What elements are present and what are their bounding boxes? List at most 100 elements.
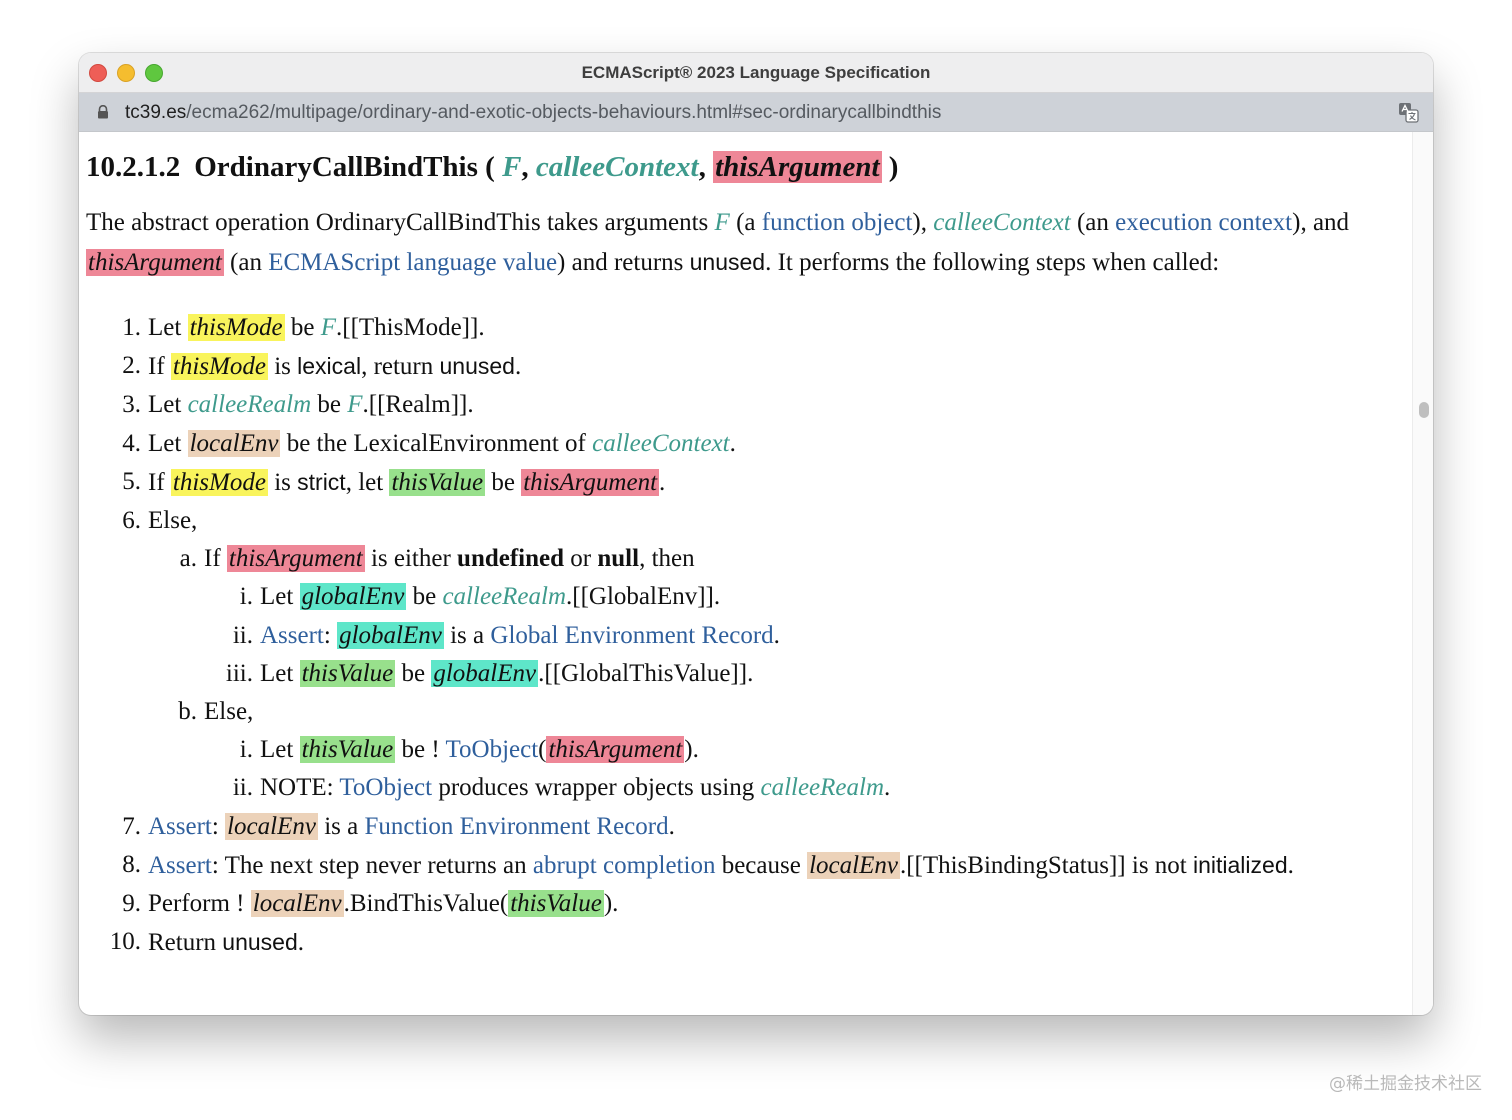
var-thisvalue[interactable]: thisValue	[299, 659, 396, 687]
minimize-window-button[interactable]	[117, 64, 135, 82]
var-thismode[interactable]: thisMode	[170, 353, 268, 381]
step-text: .[[GlobalThisValue]].	[538, 659, 754, 687]
link-function-object[interactable]: function object	[761, 209, 913, 236]
var-thismode[interactable]: thisMode	[170, 468, 268, 496]
link-global-environment-record[interactable]: Global Environment Record	[490, 621, 774, 649]
heading-comma: ,	[698, 151, 706, 183]
step-text: :	[323, 621, 338, 649]
step-marker: i.	[239, 583, 253, 611]
step-marker: 1.	[122, 314, 141, 341]
step-text: .[[ThisMode]].	[336, 314, 485, 341]
step-marker: ii.	[232, 774, 253, 802]
scrollbar-thumb[interactable]	[1419, 402, 1429, 418]
desc-text: The abstract operation OrdinaryCallBindT…	[86, 209, 715, 236]
step-text: .	[668, 812, 675, 840]
step-text: .	[884, 774, 891, 802]
var-f[interactable]: F	[714, 209, 730, 236]
var-globalenv[interactable]: globalEnv	[431, 659, 539, 687]
var-thisargument[interactable]: thisArgument	[521, 468, 660, 496]
title-bar: ECMAScript® 2023 Language Specification	[79, 53, 1433, 93]
param-thisargument[interactable]: thisArgument	[713, 151, 882, 183]
translate-icon[interactable]	[1398, 102, 1419, 123]
constant-unused: unused	[222, 929, 298, 956]
step-marker: iii.	[225, 659, 253, 687]
step-text: be !	[395, 736, 446, 764]
var-localenv[interactable]: localEnv	[250, 890, 344, 918]
var-globalenv[interactable]: globalEnv	[299, 583, 407, 611]
step-marker: a.	[179, 545, 197, 573]
vertical-scrollbar[interactable]	[1412, 132, 1433, 1015]
heading-paren: )	[888, 151, 899, 183]
step-text: .	[297, 929, 305, 957]
step-4: 4.Let localEnv be the LexicalEnvironment…	[86, 425, 1420, 463]
value-undefined: undefined	[457, 545, 565, 573]
link-assert[interactable]: Assert	[148, 812, 212, 840]
link-toobject[interactable]: ToObject	[445, 736, 539, 764]
step-text: .BindThisValue(	[343, 890, 509, 918]
step-marker: 4.	[122, 429, 141, 457]
var-calleerealm[interactable]: calleeRealm	[760, 774, 885, 802]
var-localenv[interactable]: localEnv	[225, 812, 318, 840]
zoom-window-button[interactable]	[145, 64, 163, 82]
var-thisvalue[interactable]: thisValue	[389, 468, 486, 496]
step-marker: i.	[239, 736, 253, 764]
step-text: Perform !	[148, 890, 251, 918]
close-window-button[interactable]	[89, 64, 107, 82]
url-text[interactable]: tc39.es/ecma262/multipage/ordinary-and-e…	[125, 102, 941, 124]
var-thisargument[interactable]: thisArgument	[226, 545, 365, 573]
step-text: Let	[260, 736, 300, 764]
param-calleecontext[interactable]: calleeContext	[535, 151, 699, 183]
step-text: NOTE:	[260, 774, 340, 802]
step-text: ).	[684, 736, 699, 764]
link-ecmascript-language-value[interactable]: ECMAScript language value	[268, 248, 558, 276]
var-calleecontext[interactable]: calleeContext	[592, 429, 730, 457]
step-text: If	[148, 468, 171, 496]
url-path: /ecma262/multipage/ordinary-and-exotic-o…	[186, 102, 942, 123]
address-bar[interactable]: tc39.es/ecma262/multipage/ordinary-and-e…	[79, 93, 1433, 132]
step-text: .	[514, 353, 522, 381]
var-thisargument[interactable]: thisArgument	[86, 248, 224, 276]
var-calleerealm[interactable]: calleeRealm	[442, 583, 567, 611]
step-6a-ii: ii.Assert: globalEnv is a Global Environ…	[86, 617, 1420, 655]
var-calleerealm[interactable]: calleeRealm	[187, 391, 312, 419]
step-text: Let	[260, 659, 300, 687]
step-6: 6.Else,	[86, 502, 1420, 540]
step-text: because	[715, 851, 808, 879]
var-f[interactable]: F	[347, 391, 363, 419]
desc-text: ) and returns	[557, 248, 690, 276]
step-marker: 9.	[122, 890, 141, 918]
link-execution-context[interactable]: execution context	[1115, 209, 1293, 236]
desc-text: (a	[729, 209, 762, 236]
var-thismode[interactable]: thisMode	[187, 314, 285, 341]
link-toobject[interactable]: ToObject	[339, 774, 433, 802]
step-text: Else,	[204, 698, 254, 726]
step-marker: 10.	[109, 928, 141, 956]
constant-initialized: initialized	[1193, 851, 1288, 878]
step-text: .	[659, 468, 666, 496]
step-text: be	[395, 659, 432, 687]
var-thisargument[interactable]: thisArgument	[546, 736, 685, 764]
step-text: be	[311, 391, 348, 419]
step-text: ).	[603, 890, 619, 918]
var-globalenv[interactable]: globalEnv	[337, 621, 444, 649]
step-2: 2.If thisMode is lexical, return unused.	[86, 347, 1420, 386]
step-text: .[[ThisBindingStatus]] is not	[899, 851, 1193, 879]
param-f[interactable]: F	[502, 151, 522, 183]
step-text: Let	[148, 314, 188, 341]
var-calleecontext[interactable]: calleeContext	[933, 209, 1071, 236]
step-text: Else,	[148, 507, 198, 535]
var-thisvalue[interactable]: thisValue	[299, 736, 396, 764]
link-assert[interactable]: Assert	[148, 851, 212, 879]
step-text: is	[267, 468, 298, 496]
link-abrupt-completion[interactable]: abrupt completion	[532, 851, 716, 879]
link-assert[interactable]: Assert	[260, 621, 324, 649]
var-localenv[interactable]: localEnv	[807, 851, 900, 879]
step-marker: 2.	[122, 352, 141, 380]
link-function-environment-record[interactable]: Function Environment Record	[364, 812, 669, 840]
var-thisvalue[interactable]: thisValue	[508, 890, 604, 918]
var-localenv[interactable]: localEnv	[187, 429, 281, 457]
step-8: 8.Assert: The next step never returns an…	[86, 846, 1420, 885]
var-f[interactable]: F	[320, 314, 337, 341]
step-text: is a	[443, 621, 491, 649]
step-text: Let	[148, 429, 188, 457]
